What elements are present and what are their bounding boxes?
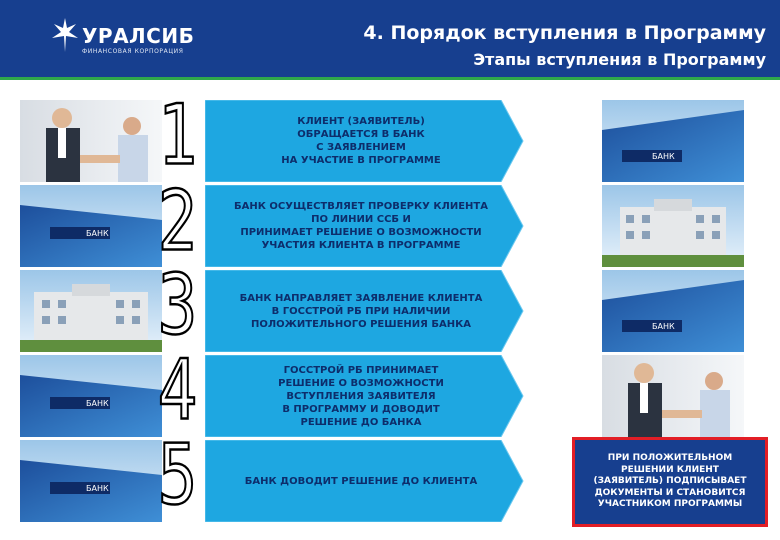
step-arrow-4: ГОССТРОЙ РБ ПРИНИМАЕТ РЕШЕНИЕ О ВОЗМОЖНО… bbox=[205, 355, 525, 437]
svg-text:БАНК: БАНК bbox=[86, 399, 109, 408]
uralsib-logo: УРАЛСИБ ФИНАНСОВАЯ КОРПОРАЦИЯ bbox=[52, 18, 195, 58]
step-text-2: БАНК ОСУЩЕСТВЛЯЕТ ПРОВЕРКУ КЛИЕНТА ПО ЛИ… bbox=[234, 201, 488, 251]
bank-building-photo: БАНК bbox=[20, 355, 162, 437]
step-text-1: КЛИЕНТ (ЗАЯВИТЕЛЬ) ОБРАЩАЕТСЯ В БАНК С З… bbox=[281, 116, 441, 166]
step-arrow-3: БАНК НАПРАВЛЯЕТ ЗАЯВЛЕНИЕ КЛИЕНТА В ГОСС… bbox=[205, 270, 525, 352]
handshake-photo bbox=[20, 100, 162, 182]
government-building-photo bbox=[602, 185, 744, 267]
logo-subtitle: ФИНАНСОВАЯ КОРПОРАЦИЯ bbox=[82, 48, 184, 55]
step-number-1: 1 bbox=[157, 87, 199, 184]
svg-text:БАНК: БАНК bbox=[652, 152, 675, 161]
step-arrow-5: БАНК ДОВОДИТ РЕШЕНИЕ ДО КЛИЕНТА bbox=[205, 440, 525, 522]
step-number-4: 4 bbox=[157, 342, 199, 439]
header-bar: УРАЛСИБ ФИНАНСОВАЯ КОРПОРАЦИЯ 4. Порядок… bbox=[0, 0, 780, 80]
step-number-5: 5 bbox=[157, 427, 199, 524]
step-number-3: 3 bbox=[157, 257, 199, 354]
svg-text:БАНК: БАНК bbox=[86, 484, 109, 493]
page-title: 4. Порядок вступления в Программу bbox=[363, 22, 766, 44]
logo-name: УРАЛСИБ bbox=[82, 24, 195, 48]
logo-mark-icon bbox=[52, 18, 78, 52]
svg-text:БАНК: БАНК bbox=[652, 322, 675, 331]
header-accent-line bbox=[0, 77, 780, 80]
final-step-box: ПРИ ПОЛОЖИТЕЛЬНОМ РЕШЕНИИ КЛИЕНТ (ЗАЯВИТ… bbox=[572, 437, 768, 527]
bank-building-photo: БАНК bbox=[20, 185, 162, 267]
step-text-4: ГОССТРОЙ РБ ПРИНИМАЕТ РЕШЕНИЕ О ВОЗМОЖНО… bbox=[278, 364, 444, 428]
step-text-3: БАНК НАПРАВЛЯЕТ ЗАЯВЛЕНИЕ КЛИЕНТА В ГОСС… bbox=[239, 292, 483, 330]
svg-text:БАНК: БАНК bbox=[86, 229, 109, 238]
bank-building-photo: БАНК bbox=[602, 270, 744, 352]
handshake-photo bbox=[602, 355, 744, 437]
step-number-2: 2 bbox=[157, 173, 199, 270]
government-building-photo bbox=[20, 270, 162, 352]
bank-building-photo: БАНК bbox=[602, 100, 744, 182]
bank-building-photo: БАНК bbox=[20, 440, 162, 522]
step-arrow-2: БАНК ОСУЩЕСТВЛЯЕТ ПРОВЕРКУ КЛИЕНТА ПО ЛИ… bbox=[205, 185, 525, 267]
page-subtitle: Этапы вступления в Программу bbox=[473, 50, 766, 69]
step-arrow-1: КЛИЕНТ (ЗАЯВИТЕЛЬ) ОБРАЩАЕТСЯ В БАНК С З… bbox=[205, 100, 525, 182]
step-text-5: БАНК ДОВОДИТ РЕШЕНИЕ ДО КЛИЕНТА bbox=[244, 475, 478, 487]
